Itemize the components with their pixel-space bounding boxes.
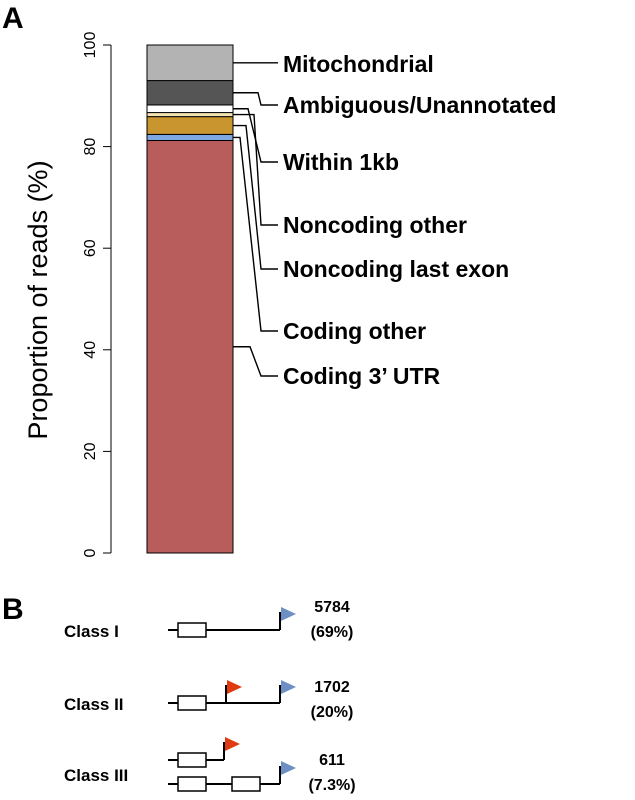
- y-tick-label: 40: [82, 341, 99, 359]
- leader-line-noncoding-last-exon: [233, 124, 278, 270]
- class-ii-pas-flag-blue: [281, 680, 296, 694]
- leader-line-within-1kb: [233, 108, 278, 163]
- legend-label-ambiguous-unannotated: Ambiguous/Unannotated: [283, 92, 556, 118]
- bar-segment-noncoding-other: [146, 112, 234, 118]
- class-ii-percent: (20%): [311, 704, 354, 721]
- y-axis-label: Proportion of reads (%): [23, 160, 53, 439]
- legend-label-noncoding-other: Noncoding other: [283, 212, 467, 238]
- y-tick-label: 60: [82, 239, 99, 257]
- class-ii-exon-box: [177, 695, 207, 711]
- legend-leaders: Coding 3’ UTR Coding other Noncoding last …: [233, 51, 556, 389]
- bar-segment-within-1kb: [146, 104, 234, 114]
- y-tick-label: 20: [82, 442, 99, 460]
- leader-line-coding-3-utr: [233, 346, 278, 377]
- bar-segment-ambiguous-unannotated: [146, 80, 234, 106]
- class-ii-count: 1702: [314, 679, 350, 696]
- bar-segment-mitochondrial: [146, 44, 234, 82]
- class-i-label: Class I: [64, 622, 119, 641]
- legend-label-within-1kb: Within 1kb: [283, 149, 399, 175]
- panel-b-letter: B: [2, 593, 24, 626]
- class-iii-percent: (7.3%): [308, 777, 355, 794]
- class-iii-isoform-b-exon-box-2: [231, 776, 261, 792]
- class-ii-label: Class II: [64, 695, 124, 714]
- panel-a-letter: A: [2, 2, 24, 35]
- class-i-percent: (69%): [311, 624, 354, 641]
- class-ii-pas-flag-red: [227, 680, 242, 694]
- class-iii-label: Class III: [64, 766, 128, 785]
- bar-segment-coding-other: [146, 133, 234, 142]
- bar-segment-coding-3-utr: [146, 140, 234, 554]
- class-i-pas-flag-blue: [281, 607, 296, 621]
- class-i-count: 5784: [314, 599, 350, 616]
- class-iii-isoform-a-exon-box: [177, 752, 207, 768]
- class-iii-pas-flag-red: [225, 737, 240, 751]
- class-diagrams: Class I 5784 (69%) Class II 1702 (20%) Class I…: [64, 599, 356, 794]
- y-tick-label: 0: [82, 548, 99, 557]
- class-i-exon-box: [177, 622, 207, 638]
- y-tick-label: 100: [82, 32, 99, 59]
- class-iii-count: 611: [319, 752, 345, 769]
- y-tick-label: 80: [82, 138, 99, 156]
- y-axis: 0 20 40 60 80 100: [82, 32, 112, 557]
- class-iii-pas-flag-blue: [281, 761, 296, 775]
- legend-label-coding-3-utr: Coding 3’ UTR: [283, 363, 441, 389]
- leader-line-coding-other: [233, 136, 278, 332]
- legend-label-mitochondrial: Mitochondrial: [283, 51, 434, 77]
- legend-label-noncoding-last-exon: Noncoding last exon: [283, 256, 509, 282]
- legend-label-coding-other: Coding other: [283, 318, 426, 344]
- leader-line-ambiguous-unannotated: [233, 92, 278, 106]
- stacked-bar-chart: Proportion of reads (%) 0 20 40 60 80 100 Cod…: [23, 32, 556, 558]
- bar-segment-noncoding-last-exon: [146, 116, 234, 135]
- leader-line-noncoding-other: [233, 113, 278, 226]
- bar-stack: [146, 44, 234, 554]
- class-iii-isoform-b-exon-box-1: [177, 776, 207, 792]
